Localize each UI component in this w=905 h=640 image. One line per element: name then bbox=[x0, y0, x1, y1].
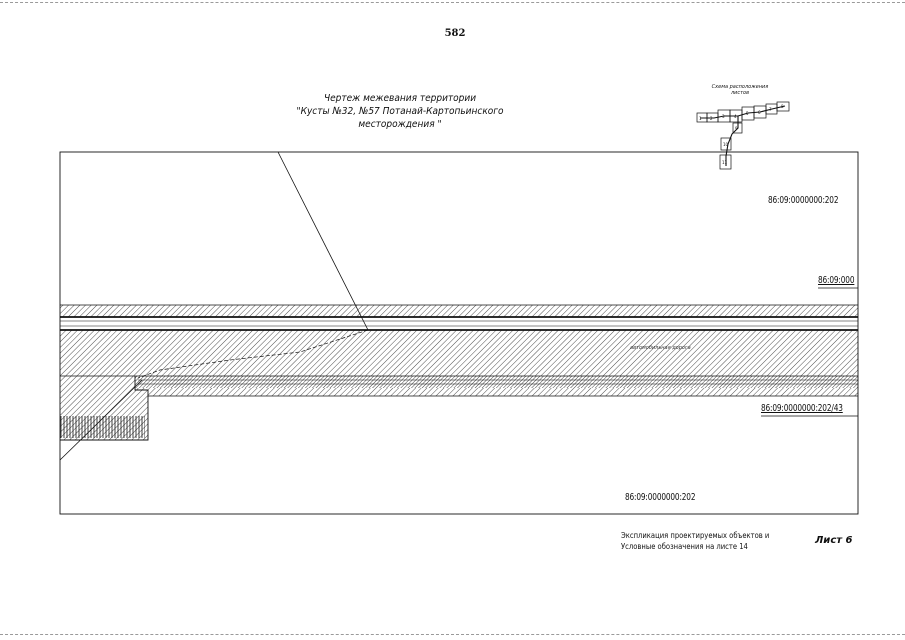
scheme-num-5: 5 bbox=[746, 111, 749, 116]
scheme-num-2: 2 bbox=[710, 116, 713, 121]
parcel-label: 86:09:0000000:202 bbox=[625, 492, 696, 503]
scheme-num-9: 9 bbox=[735, 126, 738, 131]
road-label: автомобильная дорога bbox=[630, 345, 691, 351]
sheet-number-label: Лист 6 bbox=[815, 535, 853, 546]
drawing-frame bbox=[59, 151, 859, 515]
corridor-middle-hatch bbox=[60, 330, 858, 376]
note-line-1: Экспликация проектируемых объектов и bbox=[621, 531, 770, 540]
page-number: 582 bbox=[444, 28, 466, 39]
scheme-sheet-10 bbox=[720, 137, 732, 151]
dashed-boundary bbox=[137, 329, 369, 379]
drawing-title: Чертеж межевания территории "Кусты №32, … bbox=[260, 92, 540, 131]
left-block-vertical-lines bbox=[60, 416, 145, 438]
page-border-top bbox=[0, 2, 905, 3]
scheme-route-branch bbox=[725, 116, 739, 166]
diagonal-line bbox=[277, 151, 369, 331]
scheme-num-3: 3 bbox=[722, 114, 725, 119]
lower-boundary-strip bbox=[148, 388, 858, 396]
page-border-bottom bbox=[0, 634, 905, 635]
parcel-label: 86:09:000 bbox=[818, 275, 855, 286]
scheme-num-10: 10 bbox=[723, 142, 729, 147]
sheet-layout-scheme-label: Схема расположения листов bbox=[700, 84, 780, 96]
scheme-sheet-8 bbox=[776, 101, 790, 112]
parcel-label: 86:09:0000000:202 bbox=[768, 195, 839, 206]
diagonal-line-lower bbox=[59, 379, 143, 461]
scheme-label-line-1: Схема расположения bbox=[711, 84, 769, 90]
left-block-outline bbox=[60, 376, 149, 441]
scheme-num-6: 6 bbox=[758, 110, 761, 115]
sheet-layout-scheme: 1 2 3 4 5 6 7 8 9 10 11 bbox=[696, 101, 790, 170]
note-line-2: Условные обозначения на листе 14 bbox=[621, 542, 748, 551]
scheme-num-8: 8 bbox=[781, 104, 784, 109]
legend-reference-note: Экспликация проектируемых объектов и Усл… bbox=[621, 530, 769, 552]
scheme-route bbox=[700, 105, 786, 119]
scheme-num-11: 11 bbox=[722, 160, 728, 165]
scheme-num-7: 7 bbox=[769, 107, 772, 112]
corridor-upper-hatch bbox=[60, 305, 858, 317]
corridor-lower-strip bbox=[135, 376, 858, 388]
parcel-label: 86:09:0000000:202/43 bbox=[761, 403, 843, 414]
scheme-sheet-11 bbox=[719, 154, 732, 170]
scheme-num-1: 1 bbox=[699, 116, 702, 121]
scheme-num-4: 4 bbox=[734, 114, 737, 119]
scheme-label-line-2: листов bbox=[730, 90, 750, 96]
title-line-2: "Кусты №32, №57 Потанай-Картопьинского м… bbox=[296, 106, 504, 130]
title-line-1: Чертеж межевания территории bbox=[323, 93, 477, 104]
